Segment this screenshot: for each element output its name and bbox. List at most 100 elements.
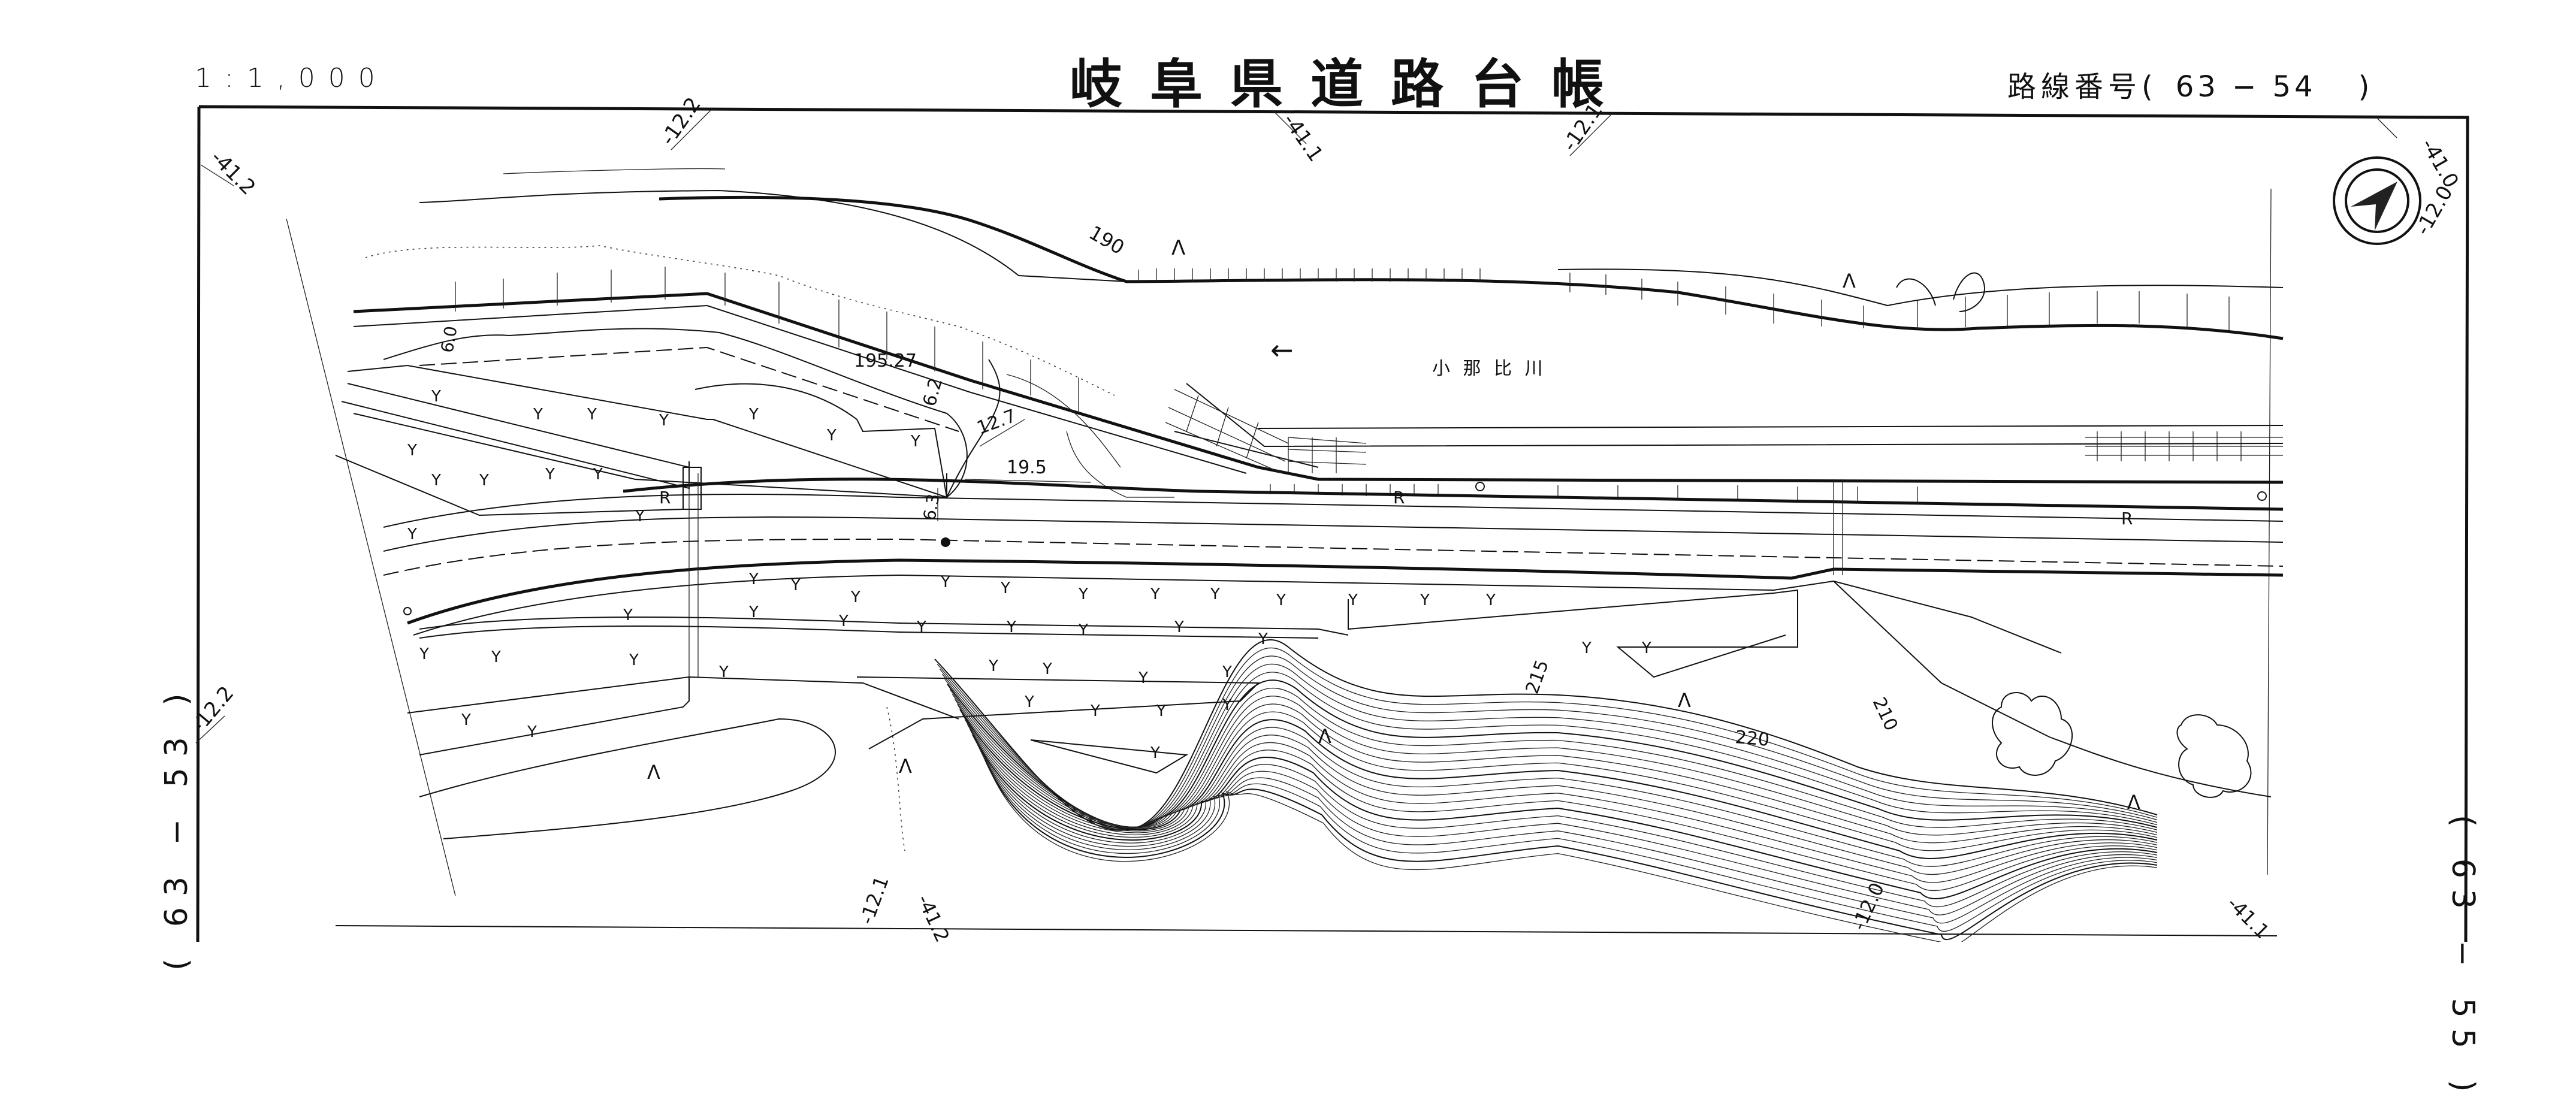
vegetation-mark: Y: [1150, 744, 1160, 762]
contour-label-220: 220: [1734, 727, 1770, 751]
retaining-wall-label: R: [1393, 488, 1405, 507]
vegetation-mark: Y: [1258, 630, 1268, 648]
vegetation-mark: Y: [1000, 579, 1010, 597]
vegetation-mark: Y: [916, 618, 926, 636]
distance-label: 19.5: [1007, 457, 1047, 478]
contour-line: [957, 704, 2158, 851]
vegetation-mark: Y: [748, 406, 759, 424]
vegetation-mark: Λ: [2127, 791, 2140, 814]
vegetation-mark: Y: [545, 466, 555, 483]
width-label-6-2: 6.2: [919, 376, 947, 409]
vegetation-mark: Y: [491, 648, 501, 666]
radius-label: 12.7: [974, 406, 1019, 439]
river-far-bank: Λ Λ 190: [419, 168, 2284, 340]
contour-line: [974, 739, 2158, 908]
route-number-label: 路線番号(: [2007, 70, 2158, 104]
vegetation-mark: Y: [1222, 696, 1232, 714]
contour-line: [955, 699, 2158, 844]
contour-line: [972, 734, 2158, 899]
contour-line: [982, 754, 2158, 932]
contour-line: [970, 729, 2158, 891]
width-label-6-0: 6.0: [437, 325, 461, 355]
grid-label: -12.1: [1558, 99, 1608, 156]
grid-tick: [671, 107, 714, 150]
contour-lines: [934, 639, 2158, 942]
contour-line: [942, 663, 2158, 829]
contour-line: [987, 764, 2158, 942]
page-title: 岐阜県道路台帳: [1070, 53, 1632, 115]
grid-tick: [195, 715, 225, 744]
contour-line: [937, 648, 2158, 830]
vegetation-mark: Y: [407, 442, 417, 460]
vegetation-mark: Y: [533, 406, 543, 424]
vegetation-mark: Y: [419, 645, 429, 663]
vegetation-mark: Λ: [1843, 270, 1856, 292]
contour-line: [944, 672, 2158, 828]
vegetation-mark: Y: [1042, 660, 1052, 678]
distance-arrow: [964, 479, 1091, 483]
vegetation-mark: Y: [479, 472, 489, 489]
contour-line: [985, 759, 2158, 940]
elevation-point-label: 195.27: [854, 350, 917, 371]
map-extent-right: [2267, 188, 2272, 875]
vegetation-mark: Λ: [1678, 689, 1691, 712]
vegetation-mark: Y: [1420, 591, 1430, 609]
vegetation-mark: Y: [1485, 591, 1496, 609]
vegetation-mark: Λ: [1318, 725, 1331, 748]
vegetation-mark: Y: [1156, 702, 1166, 720]
radius-arrow: [979, 419, 1025, 447]
tree-icon: [2176, 714, 2252, 798]
grid-label: -12.2: [656, 93, 706, 150]
vegetation-mark: Y: [623, 606, 633, 624]
contour-line: [934, 639, 2158, 831]
vegetation-mark: Y: [1024, 693, 1034, 711]
vegetation-mark: Y: [1581, 639, 1591, 657]
grid-label: -12.1: [855, 873, 893, 927]
contour-line: [939, 655, 2158, 829]
vegetation-mark: Y: [527, 723, 537, 741]
vegetation-mark: Y: [461, 711, 471, 729]
route-number-value: 63 − 54: [2175, 70, 2317, 104]
vegetation-mark: Y: [850, 588, 860, 606]
vegetation-mark: Λ: [647, 761, 660, 784]
vegetation-mark: Y: [1006, 618, 1016, 636]
grid-tick: [200, 164, 234, 186]
vegetation-mark: Y: [718, 663, 729, 681]
vegetation-mark: Y: [1138, 669, 1148, 687]
vegetation-mark: Y: [431, 472, 441, 489]
vegetation-mark: Y: [1210, 585, 1220, 603]
retaining-wall-label: R: [2121, 509, 2133, 528]
flow-direction-arrow: ←: [1270, 334, 1294, 366]
map-drawing: -12.2 -41.1 -12.1 -41.0 -12.0 -41.2 -12.…: [186, 93, 2469, 942]
vegetation-mark: Y: [748, 603, 759, 621]
contour-label-210: 210: [1868, 694, 1902, 735]
grid-tick: [1273, 110, 1307, 144]
contour-line: [964, 719, 2158, 875]
tree-icon: [1992, 692, 2073, 776]
grid-label: -12.2: [186, 682, 238, 738]
vegetation-mark: Y: [910, 433, 920, 451]
grid-label: -41.1: [1278, 109, 1328, 166]
vegetation-mark: Y: [838, 612, 848, 630]
sheet-frame: [196, 105, 2469, 942]
vegetation-mark: Y: [940, 573, 950, 591]
contour-line: [977, 744, 2158, 915]
vegetation-mark: Y: [407, 525, 417, 543]
vegetation-mark: Y: [1276, 591, 1286, 609]
vegetation-mark: Y: [1348, 591, 1358, 609]
width-label-6-3: 6.3: [919, 492, 943, 522]
vegetation-mark: Y: [593, 466, 603, 483]
bottom-neat-line: [335, 925, 2278, 936]
contour-line: [967, 724, 2158, 883]
grid-labels-bottom: -12.1 -41.2 -12.0 -41.1: [855, 873, 2274, 942]
vegetation-mark: Y: [1078, 585, 1088, 603]
contour-line: [952, 694, 2158, 836]
route-number-close: ): [2358, 70, 2375, 104]
lower-embankment: [407, 581, 2272, 851]
vegetation-mark: Y: [826, 427, 836, 445]
grid-tick: [2375, 116, 2397, 138]
vegetation-mark: Y: [587, 406, 597, 424]
map-scale: 1:1,000: [195, 63, 388, 93]
vegetation-mark: Y: [988, 657, 998, 675]
